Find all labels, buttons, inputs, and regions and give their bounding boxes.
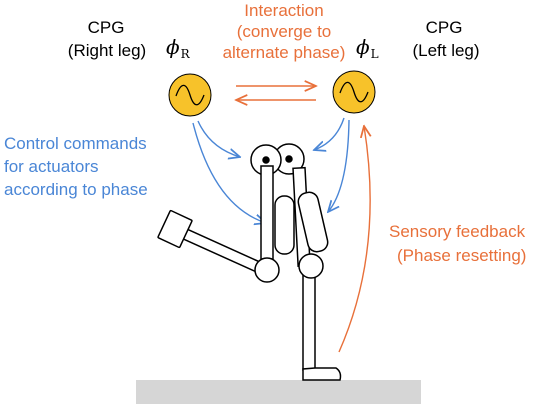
control-arrow-right-knee: [192, 122, 266, 223]
sensory-feedback-arrow: [338, 126, 370, 353]
control-label-line1: Control commands: [4, 134, 147, 153]
interaction-label-line2: (converge to: [236, 22, 332, 41]
cpg-right-oscillator: [168, 73, 212, 117]
cpg-right-subtitle: (Right leg): [67, 41, 147, 60]
control-label-line3: according to phase: [4, 180, 148, 199]
phi-left-label: ϕL: [356, 35, 379, 62]
sensory-label-line2: (Phase resetting): [397, 246, 527, 265]
sine-wave-icon: [339, 81, 369, 103]
cpg-right-title: CPG: [87, 18, 125, 37]
ground: [136, 380, 421, 404]
right-knee-joint: [254, 257, 280, 283]
right-foot: [157, 209, 193, 249]
phi-right-label: ϕR: [166, 35, 190, 62]
sine-wave-icon: [175, 84, 205, 106]
sensory-label-line1: Sensory feedback: [389, 222, 526, 241]
left-knee-joint: [298, 253, 324, 279]
cpg-left-oscillator: [332, 70, 376, 114]
biped-robot: [157, 143, 342, 381]
control-arrow-left-hip: [314, 117, 345, 150]
cpg-left-subtitle: (Left leg): [412, 41, 480, 60]
left-foot: [302, 367, 342, 381]
right-actuator: [274, 195, 295, 255]
interaction-label-line3: alternate phase): [222, 43, 346, 62]
interaction-label-line1: Interaction: [244, 1, 324, 20]
cpg-left-title: CPG: [425, 18, 463, 37]
left-actuator: [297, 191, 329, 253]
control-label-line2: for actuators: [4, 157, 99, 176]
control-arrow-right-hip: [197, 120, 240, 157]
right-thigh: [260, 165, 274, 271]
control-arrow-left-knee: [328, 119, 350, 212]
left-shank: [302, 265, 316, 371]
